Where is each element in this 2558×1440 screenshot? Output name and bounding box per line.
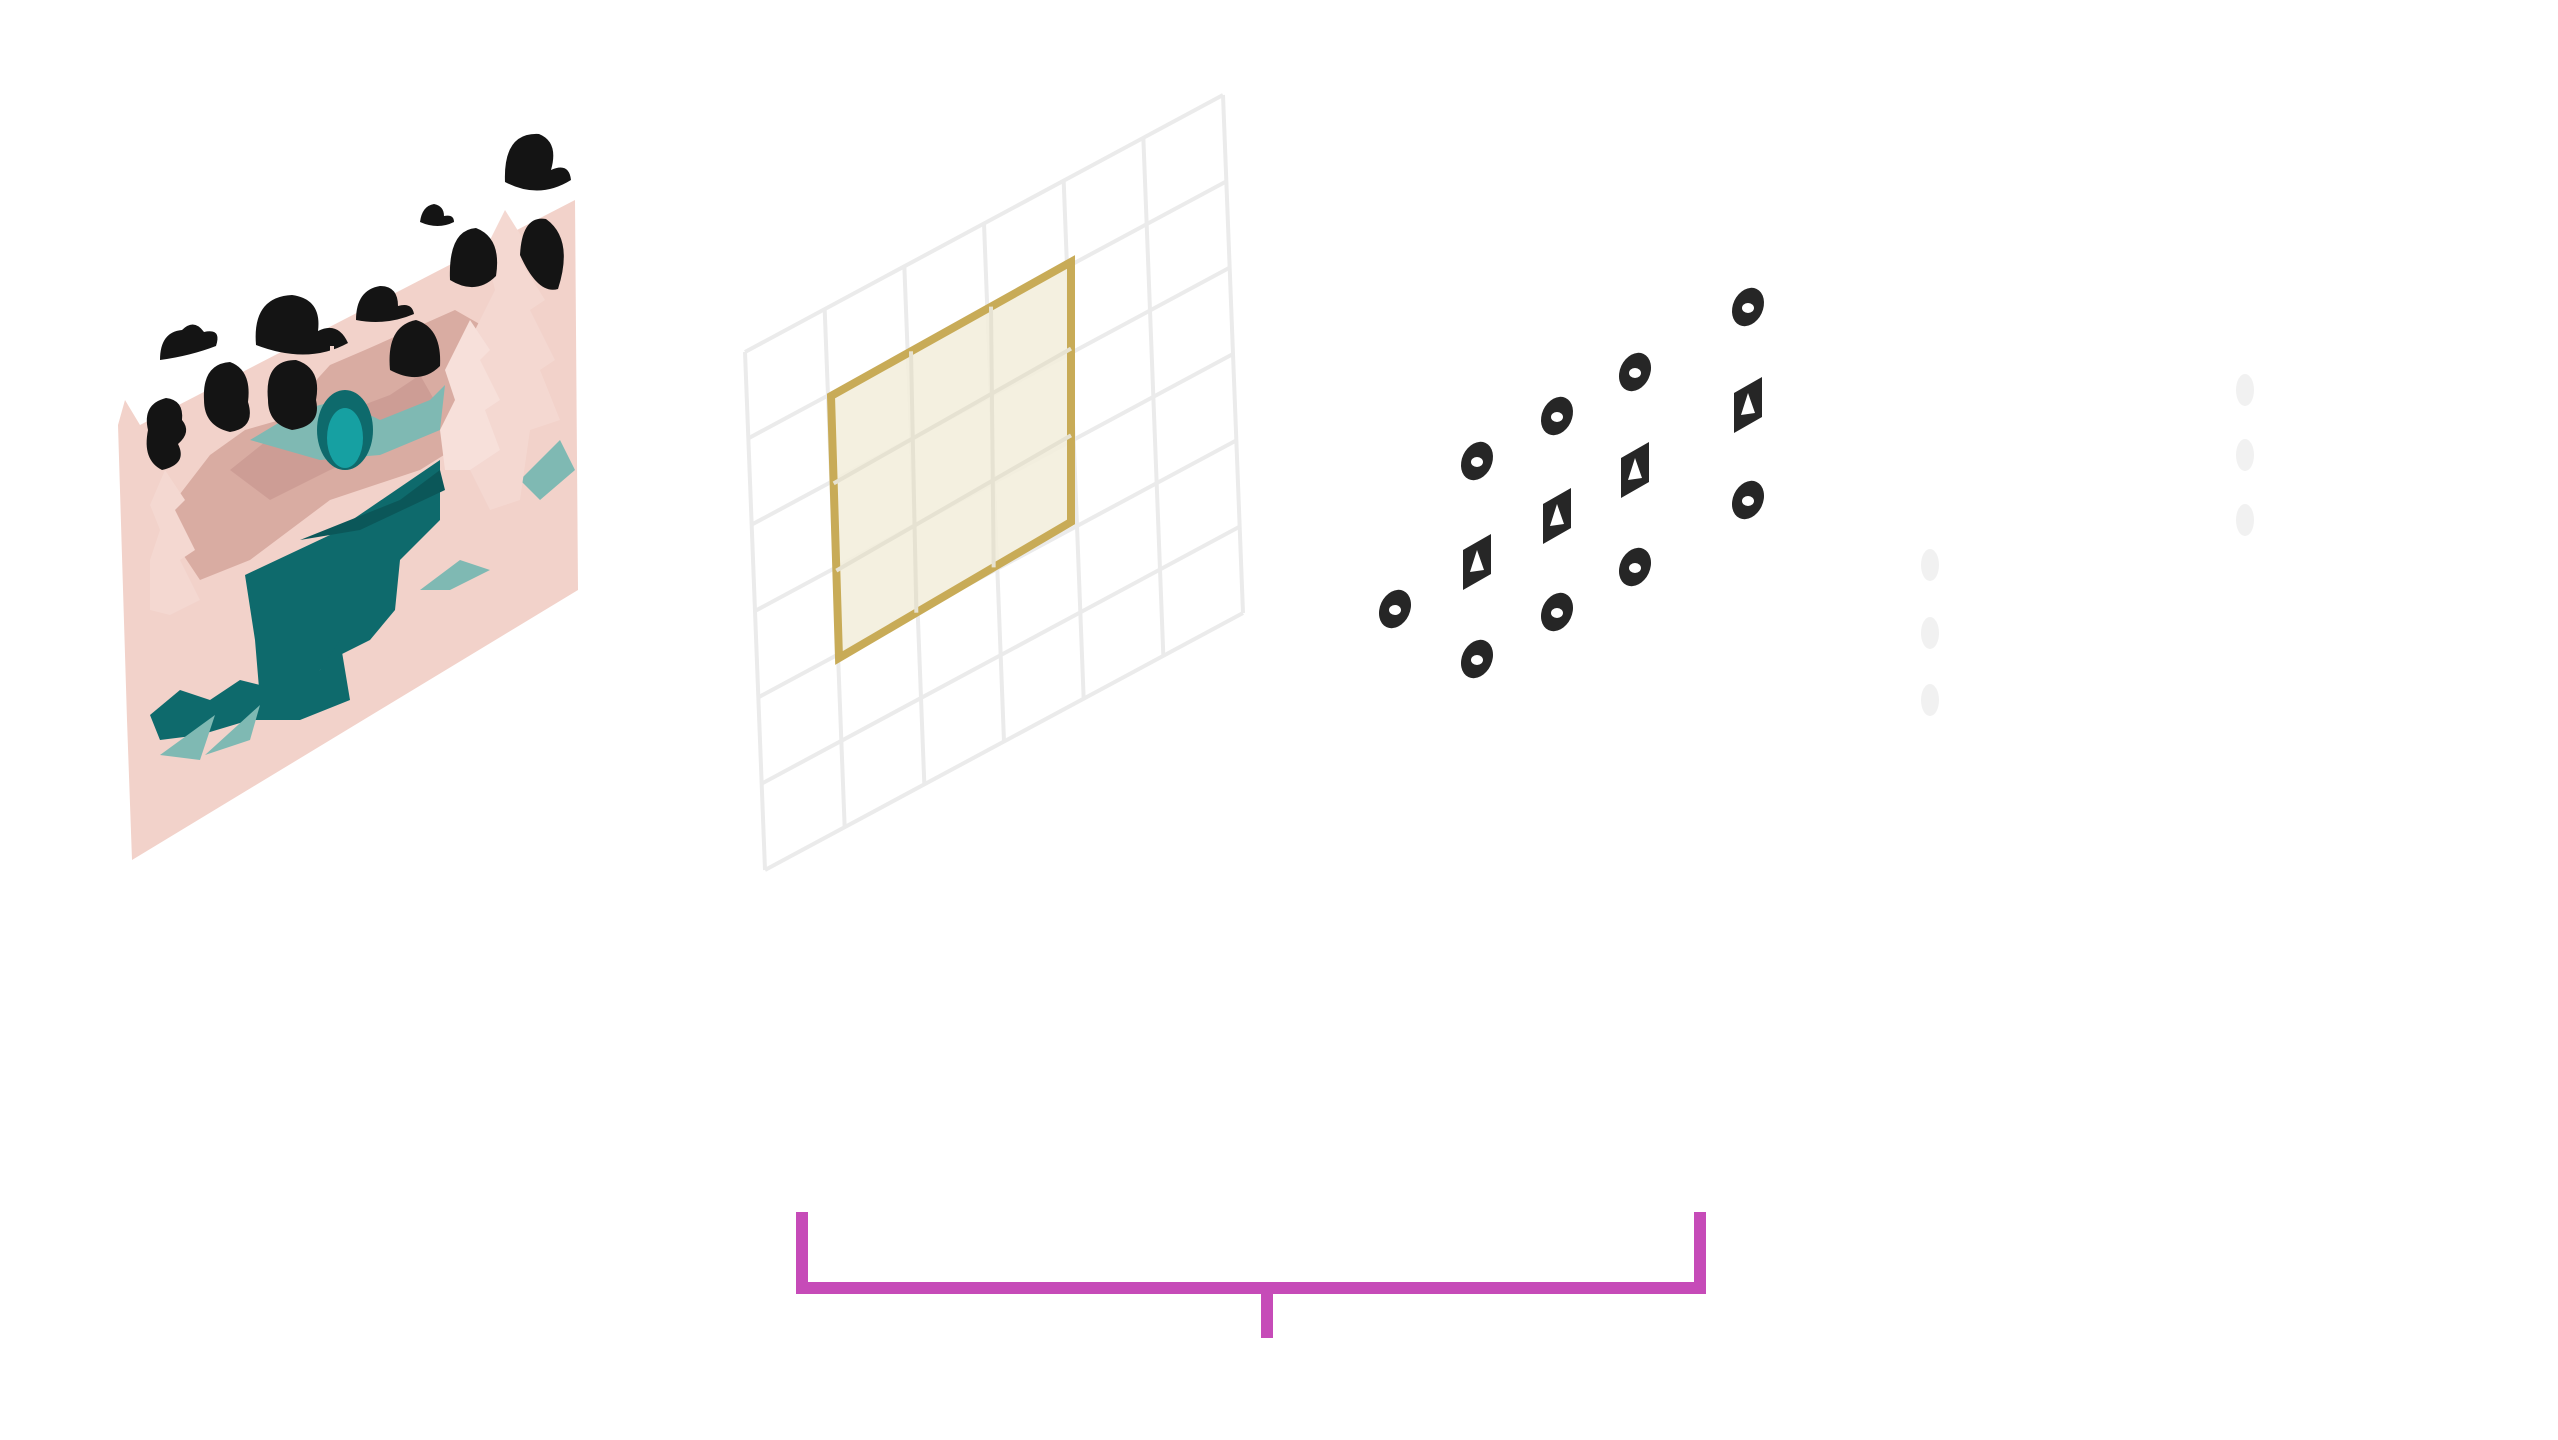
feature-glyph-round: [1618, 547, 1652, 587]
feature-glyph-round: [1731, 287, 1765, 327]
kernel-grid-panel: [743, 93, 1245, 872]
stray-mark: [330, 346, 334, 354]
feature-glyph-square: [1621, 442, 1649, 498]
lake-shape: [245, 460, 440, 700]
faded-dot: [2236, 374, 2254, 406]
grass-shape: [420, 560, 490, 590]
feature-glyph-round: [1731, 480, 1765, 520]
feature-glyph-round: [1378, 589, 1412, 629]
feature-glyph-round: [1460, 639, 1494, 679]
kernel-window-line: [835, 433, 1072, 573]
faded-dot: [2236, 504, 2254, 536]
grass-shape: [160, 715, 215, 760]
faded-dot: [1921, 617, 1939, 649]
feature-glyph-square: [1543, 488, 1571, 544]
feature-glyph-round: [1540, 396, 1574, 436]
feature-glyph-round: [1618, 352, 1652, 392]
feature-map-panel: [1378, 287, 1765, 679]
feature-glyph-round: [1540, 592, 1574, 632]
grid-line-horizontal: [744, 93, 1224, 354]
tree-shape: [440, 320, 500, 470]
kernel-window: [826, 255, 1075, 665]
faded-dot: [2236, 439, 2254, 471]
faded-dot: [1921, 549, 1939, 581]
grouping-bracket: [796, 1212, 1706, 1338]
kernel-window-grid: [832, 306, 1072, 613]
tree-shape: [150, 470, 200, 615]
grass-shape: [520, 440, 575, 500]
grass-shape: [150, 640, 350, 740]
faded-output-panel: [1921, 374, 2254, 716]
stray-mark: [300, 355, 306, 361]
feature-glyph-square: [1463, 534, 1491, 590]
kernel-window-line: [989, 306, 996, 568]
grid-line-horizontal: [764, 611, 1244, 872]
grid-line-horizontal: [760, 524, 1241, 786]
feature-glyph-square: [1734, 377, 1762, 433]
feature-glyph-round: [1460, 441, 1494, 481]
kernel-window-line: [832, 346, 1072, 486]
input-image-panel: [118, 133, 578, 860]
faded-dot: [1921, 684, 1939, 716]
cave-shape: [327, 408, 363, 468]
grass-shape: [205, 705, 260, 755]
cloud-group: [146, 133, 571, 470]
kernel-window-line: [909, 351, 919, 613]
